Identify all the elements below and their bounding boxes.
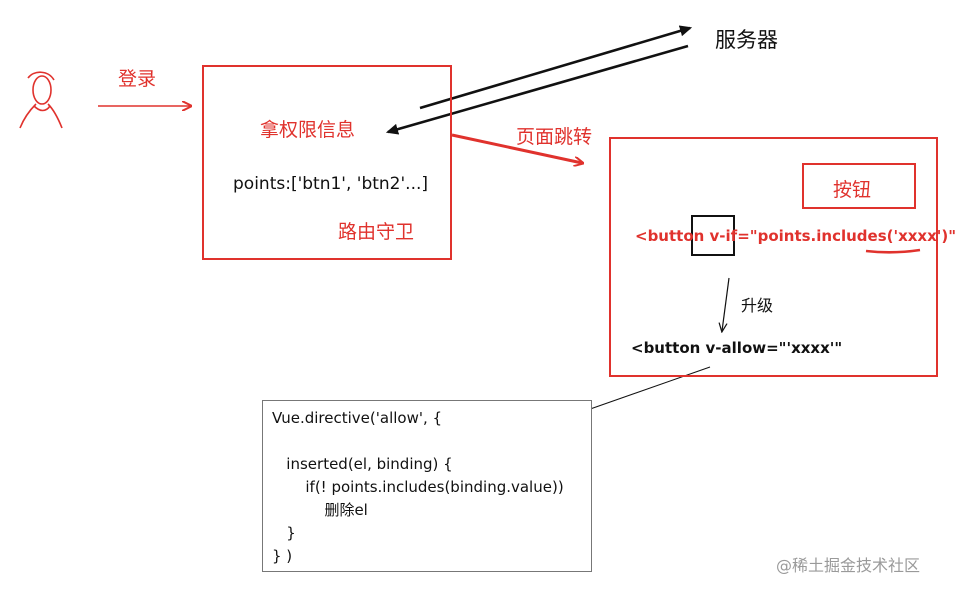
code-line — [272, 430, 564, 453]
code-line: } — [272, 524, 296, 542]
upgrade-arrow — [722, 277, 730, 331]
vif-code-rest: "points.includes( — [749, 227, 894, 245]
page-jump-arrow — [451, 133, 582, 163]
button-label: 按钮 — [833, 179, 872, 201]
route-guard-label: 路由守卫 — [338, 221, 415, 243]
points-array: points:['btn1', 'btn2'...] — [233, 174, 429, 194]
request-arrow — [419, 28, 690, 110]
auth-title: 拿权限信息 — [260, 119, 356, 141]
login-label: 登录 — [118, 68, 157, 90]
vallow-code-line: <button v-allow="'xxxx'" — [631, 339, 843, 357]
response-arrow — [388, 44, 689, 132]
button-box: 按钮 — [802, 163, 916, 209]
page-box: 按钮 <button v-if="points.includes('xxxx')… — [609, 137, 956, 377]
page-jump-label: 页面跳转 — [516, 126, 593, 148]
vif-code-line: <button v-if="points.includes('xxxx')"> — [635, 227, 956, 245]
vif-code-close: )"> — [941, 227, 956, 245]
vif-code-directive: v-if= — [709, 227, 750, 245]
directive-code-box: Vue.directive('allow', { inserted(el, bi… — [262, 400, 592, 572]
code-lines: Vue.directive('allow', { inserted(el, bi… — [272, 407, 564, 568]
upgrade-label: 升级 — [741, 296, 774, 315]
vif-code-arg: 'xxxx' — [893, 227, 942, 245]
user-figure-icon — [19, 71, 63, 129]
vif-code-open: <button — [635, 227, 710, 245]
xxxx-underline — [865, 248, 921, 254]
vif-highlight-box — [691, 215, 735, 256]
auth-info-box: 拿权限信息 points:['btn1', 'btn2'...] 路由守卫 — [202, 65, 452, 260]
server-label: 服务器 — [715, 28, 778, 52]
code-line: inserted(el, binding) { — [272, 455, 453, 473]
code-line: Vue.directive('allow', { — [272, 409, 443, 427]
code-line: 删除el — [272, 501, 368, 519]
watermark: @稀土掘金技术社区 — [776, 556, 921, 575]
code-line: } ) — [272, 547, 293, 565]
code-line: if(! points.includes(binding.value)) — [272, 478, 564, 496]
code-box-arrow — [576, 366, 711, 414]
